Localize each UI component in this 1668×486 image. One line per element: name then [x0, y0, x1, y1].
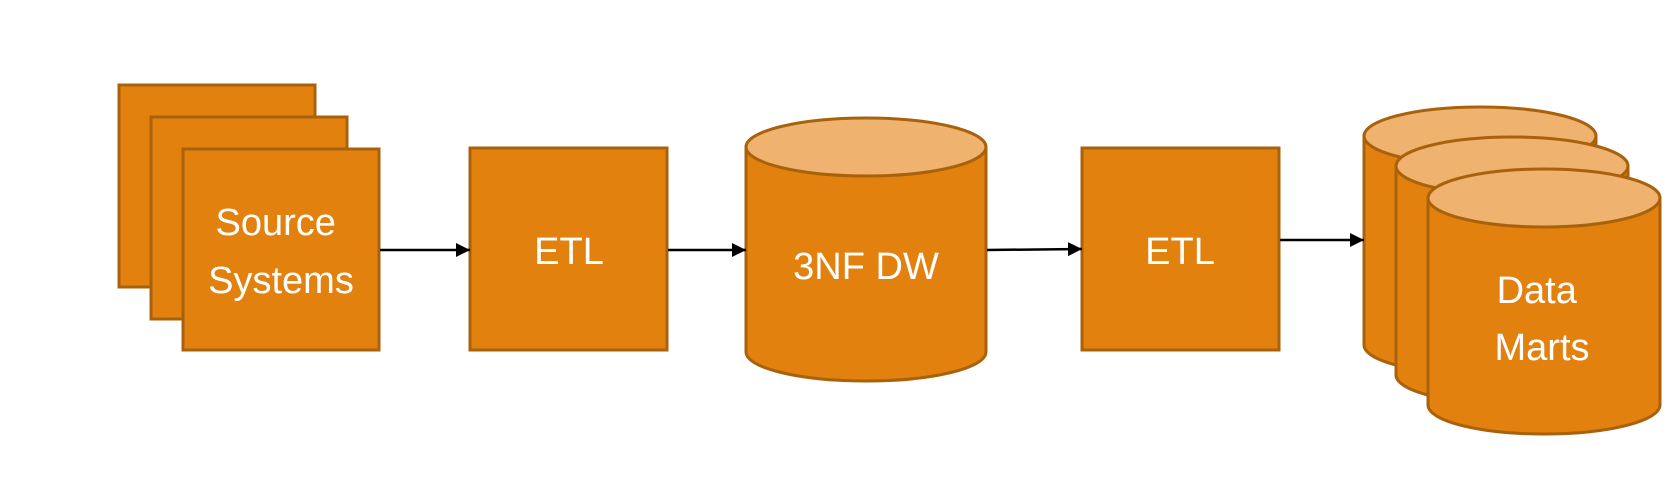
- svg-text:Data Marts: Data Marts: [1495, 270, 1590, 369]
- source-system-box-front: [181, 147, 381, 352]
- source-systems-node: Source Systems: [117, 83, 381, 352]
- etl-box-2: [1080, 146, 1281, 352]
- etl-label-1: ETL: [534, 231, 604, 273]
- etl-node-2: ETL: [1080, 146, 1281, 352]
- data-mart-cylinder-front-body: [1426, 196, 1662, 436]
- data-marts-label-line1: Data: [1497, 270, 1578, 312]
- etl-box-1: [468, 146, 669, 352]
- data-marts-node: Data Marts: [1362, 105, 1662, 436]
- svg-text:Source Systems: Source Systems: [208, 202, 354, 302]
- source-systems-label-line1: Source: [216, 202, 336, 244]
- etl-label-2: ETL: [1145, 231, 1215, 273]
- dw-cylinder-body: [744, 145, 988, 383]
- arrow-dw-to-etl: [986, 242, 1083, 257]
- data-mart-cylinder-front-top: [1426, 167, 1662, 229]
- dw-cylinder-node: 3NF DW: [744, 116, 988, 383]
- etl-node-1: ETL: [468, 146, 669, 352]
- dw-cylinder-top: [744, 116, 988, 178]
- dw-label: 3NF DW: [793, 246, 939, 288]
- data-marts-label-line2: Marts: [1495, 327, 1590, 369]
- source-systems-label-line2: Systems: [208, 260, 354, 302]
